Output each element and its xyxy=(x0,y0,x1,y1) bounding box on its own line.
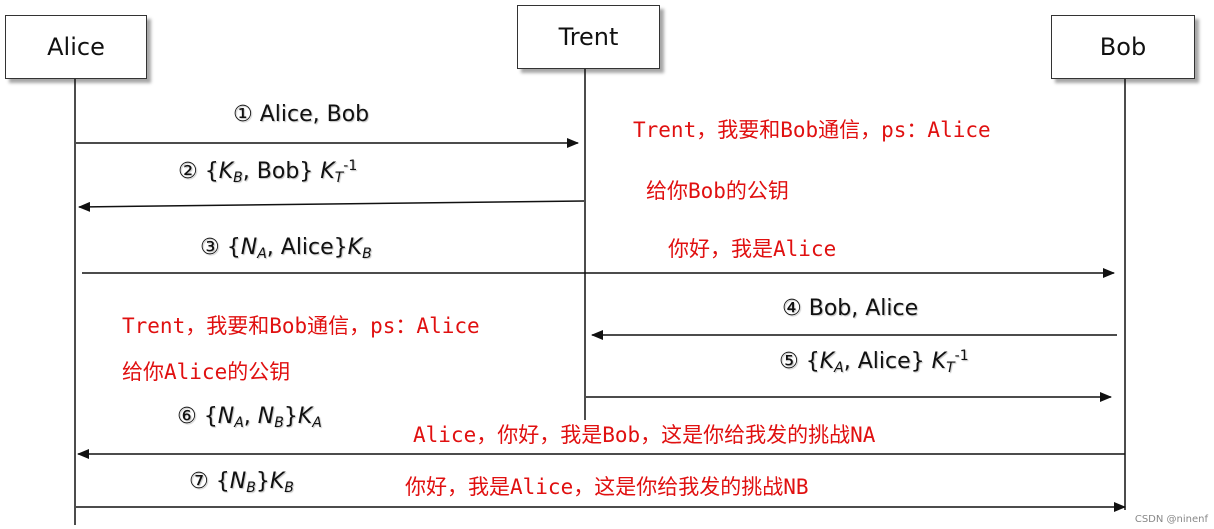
note-6: Alice，你好，我是Bob，这是你给我发的挑战NA xyxy=(413,423,876,447)
arrow-m2 xyxy=(78,200,585,212)
participant-bob-label: Bob xyxy=(1099,33,1147,61)
message-5-label: ⑤ {KA, Alice} KT-1 xyxy=(779,348,969,376)
message-4-label: ④ Bob, Alice xyxy=(782,296,919,321)
watermark: CSDN @ninenf xyxy=(1134,514,1208,525)
note-1: Trent，我要和Bob通信，ps：Alice xyxy=(633,118,991,142)
note-4: Trent，我要和Bob通信，ps：Alice xyxy=(122,314,480,338)
participant-trent-label: Trent xyxy=(558,23,619,51)
participant-alice-label: Alice xyxy=(47,33,105,61)
note-3: 你好，我是Alice xyxy=(668,237,837,261)
message-6-label: ⑥ {NA, NB}KA xyxy=(177,404,322,431)
message-1-label: ① Alice, Bob xyxy=(233,102,370,127)
note-7: 你好，我是Alice，这是你给我发的挑战NB xyxy=(405,475,809,499)
note-5: 给你Alice的公钥 xyxy=(122,360,291,384)
message-2-label: ② {KB, Bob} KT-1 xyxy=(178,158,358,186)
participant-bob-box: Bob xyxy=(1051,15,1195,79)
participant-trent-box: Trent xyxy=(517,5,660,69)
message-3-label: ③ {NA, Alice}KB xyxy=(200,235,372,262)
note-2: 给你Bob的公钥 xyxy=(646,179,789,203)
participant-alice-box: Alice xyxy=(5,15,147,79)
message-7-label: ⑦ {NB}KB xyxy=(189,469,294,496)
